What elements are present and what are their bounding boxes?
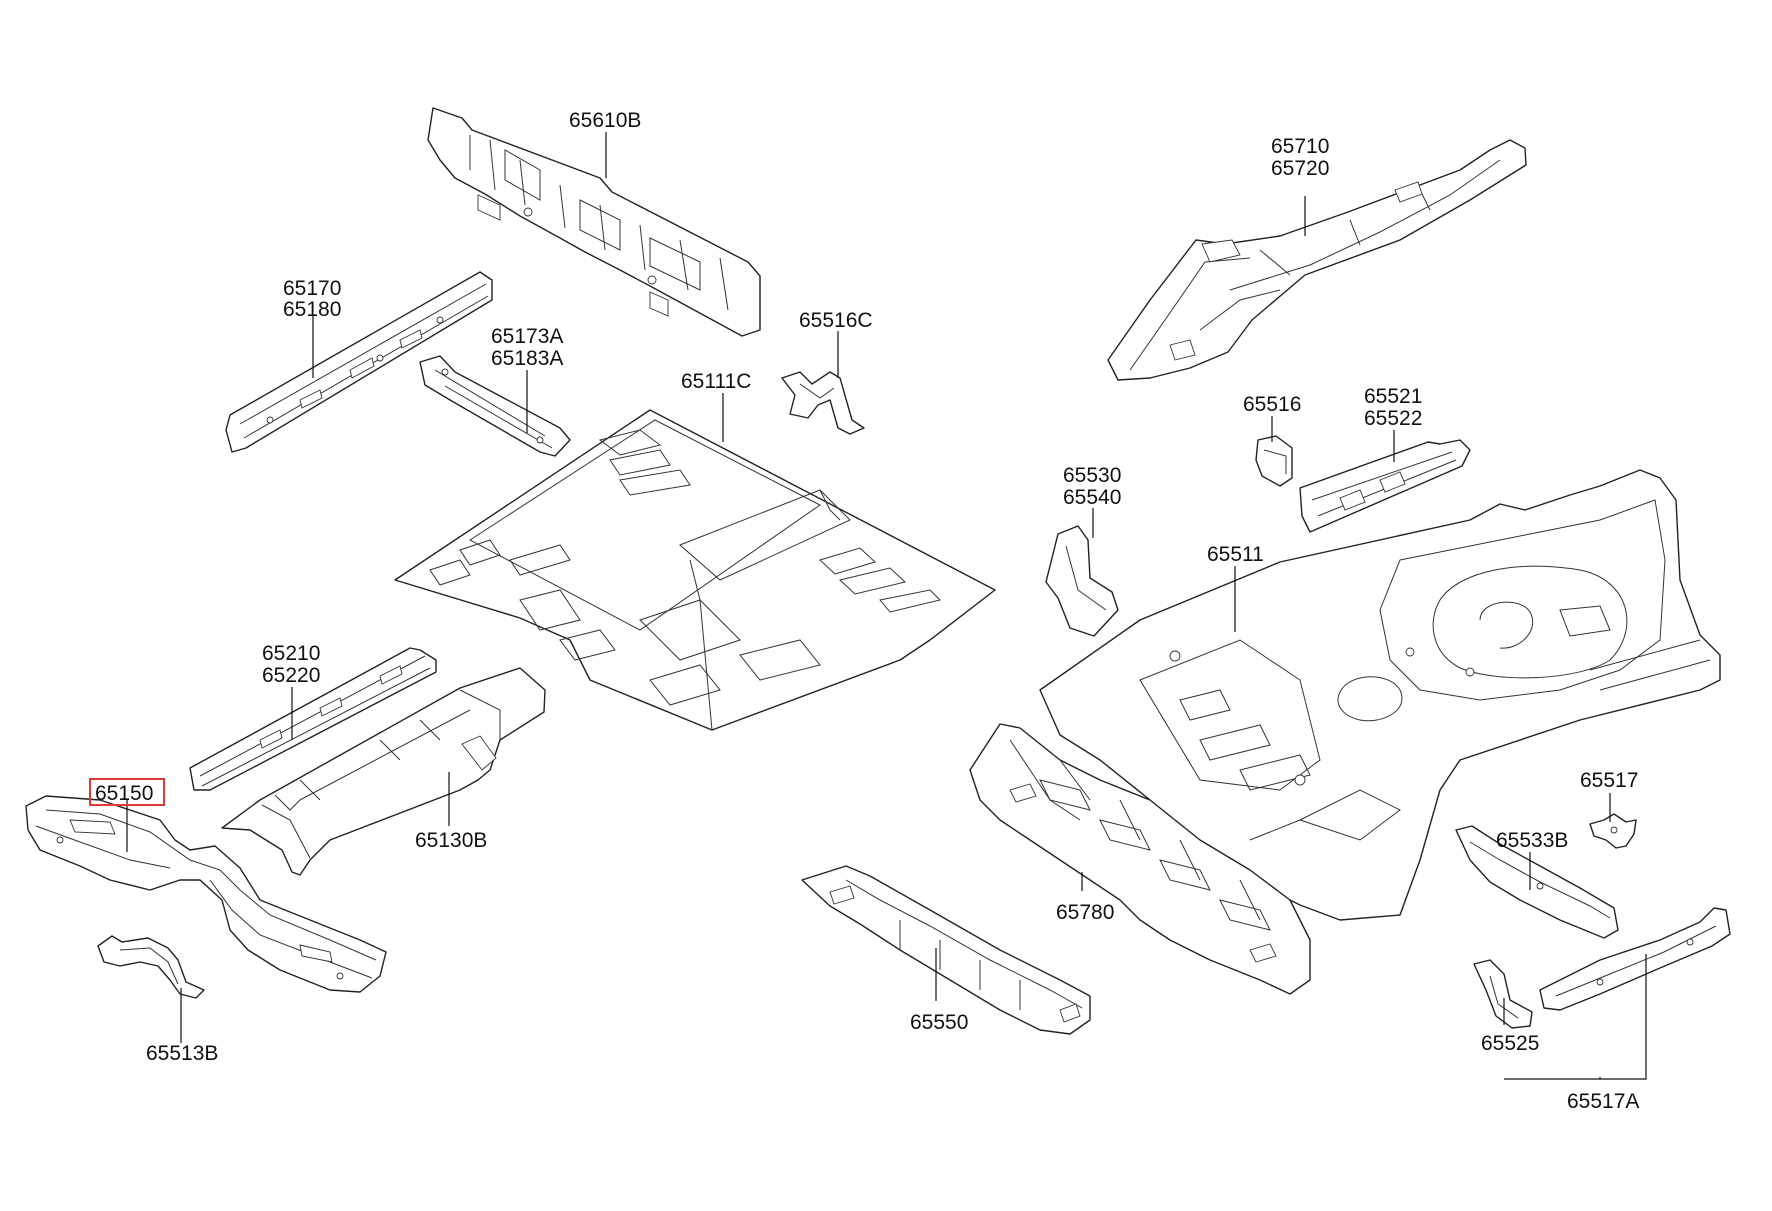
part-65170[interactable] <box>225 271 493 453</box>
part-65130b[interactable] <box>221 667 546 876</box>
leader-lines <box>126 132 1647 1080</box>
callout-65720[interactable]: 65720 <box>1271 157 1329 180</box>
part-65513b[interactable] <box>97 935 205 999</box>
callout-65533b[interactable]: 65533B <box>1496 829 1568 852</box>
part-65517a-bar[interactable] <box>1539 907 1731 1011</box>
part-65780[interactable] <box>969 723 1311 995</box>
callout-65130b[interactable]: 65130B <box>415 829 487 852</box>
part-65525[interactable] <box>1473 959 1533 1029</box>
part-65550[interactable] <box>801 865 1091 1035</box>
callout-labels: 65610B 65170 65180 65173A 65183A 65516C … <box>89 109 1639 1113</box>
callout-65521[interactable]: 65521 <box>1364 385 1422 408</box>
part-65517[interactable] <box>1589 813 1637 849</box>
part-65111c[interactable] <box>394 409 996 731</box>
part-65173a[interactable] <box>419 355 571 457</box>
callout-65610b[interactable]: 65610B <box>569 109 641 132</box>
callout-65517a[interactable]: 65517A <box>1567 1090 1639 1113</box>
part-65530[interactable] <box>1045 525 1119 637</box>
part-65150[interactable] <box>25 795 387 993</box>
part-65516c[interactable] <box>781 371 865 435</box>
callout-65513b[interactable]: 65513B <box>146 1042 218 1065</box>
callout-65511[interactable]: 65511 <box>1207 543 1264 566</box>
part-65511[interactable] <box>1039 469 1721 921</box>
part-65516[interactable] <box>1255 435 1293 487</box>
part-65710[interactable] <box>1107 139 1527 381</box>
callout-65540[interactable]: 65540 <box>1063 486 1121 509</box>
callout-65173a[interactable]: 65173A <box>491 325 563 348</box>
callout-65111c[interactable]: 65111C <box>681 370 751 393</box>
part-65533b[interactable] <box>1455 825 1619 939</box>
callout-65220[interactable]: 65220 <box>262 664 320 687</box>
callout-65170[interactable]: 65170 <box>283 277 341 300</box>
highlight-box-65150 <box>89 778 165 806</box>
part-65521[interactable] <box>1299 439 1471 533</box>
callout-65550[interactable]: 65550 <box>910 1011 968 1034</box>
callout-65180[interactable]: 65180 <box>283 298 341 321</box>
part-65610b[interactable] <box>427 107 761 337</box>
callout-65516[interactable]: 65516 <box>1243 393 1301 416</box>
callout-65210[interactable]: 65210 <box>262 642 320 665</box>
callout-65183a[interactable]: 65183A <box>491 347 563 370</box>
callout-65150[interactable]: 65150 <box>95 782 153 805</box>
callout-65530[interactable]: 65530 <box>1063 464 1121 487</box>
part-65210[interactable] <box>189 647 437 791</box>
callout-65516c[interactable]: 65516C <box>799 309 873 332</box>
callout-65525[interactable]: 65525 <box>1481 1032 1539 1055</box>
callout-65522[interactable]: 65522 <box>1364 407 1422 430</box>
callout-65780[interactable]: 65780 <box>1056 901 1114 924</box>
callout-65517[interactable]: 65517 <box>1580 769 1638 792</box>
callout-65710[interactable]: 65710 <box>1271 135 1329 158</box>
